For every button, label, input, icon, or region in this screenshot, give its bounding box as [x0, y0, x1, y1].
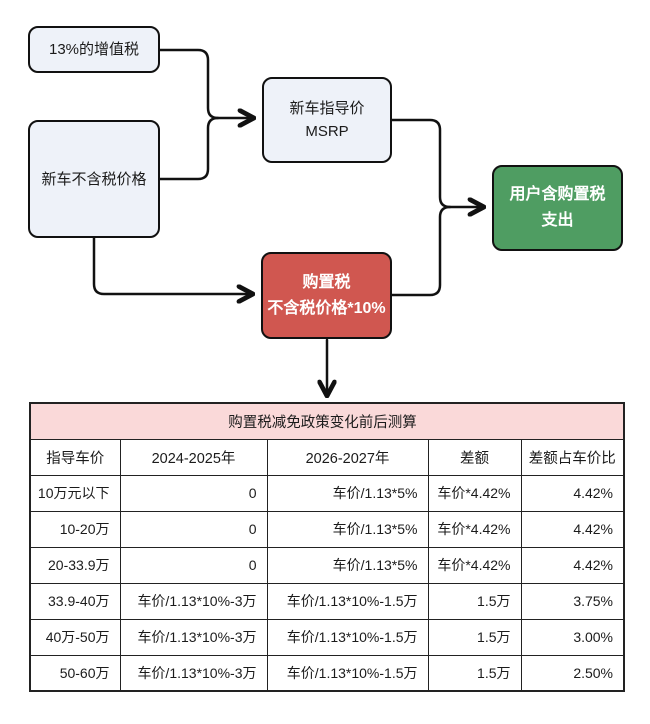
node-vat: 13%的增值税: [28, 26, 160, 73]
node-vat-label: 13%的增值税: [48, 41, 140, 58]
table-cell: 33.9-40万: [29, 582, 121, 620]
table-cell: 3.75%: [520, 582, 625, 620]
table-cell: 0: [119, 474, 268, 512]
table-title: 购置税减免政策变化前后测算: [29, 402, 625, 440]
table-cell: 2.50%: [520, 654, 625, 692]
arrow-vat-to-msrp: [158, 48, 254, 118]
column-header: 指导车价: [29, 438, 121, 476]
table-cell: 4.42%: [520, 474, 625, 512]
node-pretax-price-label: 新车不含税价格: [41, 170, 147, 188]
table-cell: 10万元以下: [29, 474, 121, 512]
node-purchase-tax-line2: 不含税价格*10%: [267, 299, 386, 317]
node-msrp-line1: 新车指导价: [289, 100, 365, 117]
table-cell: 10-20万: [29, 510, 121, 548]
node-user-spend: 用户含购置税 支出: [492, 165, 623, 251]
table-cell: 20-33.9万: [29, 546, 121, 584]
table-cell: 车价/1.13*5%: [266, 546, 429, 584]
column-header: 2026-2027年: [266, 438, 429, 476]
table-cell: 1.5万: [427, 618, 522, 656]
column-header: 差额: [427, 438, 522, 476]
table-cell: 车价/1.13*5%: [266, 474, 429, 512]
connector-tax-to-user: [389, 205, 452, 297]
table-cell: 车价/1.13*5%: [266, 510, 429, 548]
column-header: 差额占车价比: [520, 438, 625, 476]
table-cell: 车价/1.13*10%-1.5万: [266, 582, 429, 620]
table-cell: 50-60万: [29, 654, 121, 692]
node-msrp: 新车指导价 MSRP: [262, 77, 392, 163]
node-purchase-tax: 购置税 不含税价格*10%: [261, 252, 392, 339]
connector-price-to-msrp: [158, 116, 220, 181]
table-cell: 车价*4.42%: [427, 474, 522, 512]
table-cell: 车价/1.13*10%-3万: [119, 582, 268, 620]
table-cell: 1.5万: [427, 582, 522, 620]
table-cell: 4.42%: [520, 546, 625, 584]
table-cell: 1.5万: [427, 654, 522, 692]
table-title-row: 购置税减免政策变化前后测算: [29, 402, 625, 440]
node-msrp-line2: MSRP: [305, 123, 349, 140]
table-cell: 车价*4.42%: [427, 510, 522, 548]
table-cell: 车价/1.13*10%-3万: [119, 654, 268, 692]
node-user-spend-line1: 用户含购置税: [509, 186, 606, 203]
table-cell: 车价/1.13*10%-1.5万: [266, 654, 429, 692]
table-cell: 车价/1.13*10%-3万: [119, 618, 268, 656]
table-cell: 车价*4.42%: [427, 546, 522, 584]
table-cell: 4.42%: [520, 510, 625, 548]
node-pretax-price: 新车不含税价格: [28, 120, 160, 238]
arrow-price-to-tax: [92, 236, 253, 294]
column-header: 2024-2025年: [119, 438, 268, 476]
table-cell: 车价/1.13*10%-1.5万: [266, 618, 429, 656]
node-user-spend-line2: 支出: [541, 212, 574, 229]
node-purchase-tax-line1: 购置税: [302, 273, 351, 291]
arrow-msrp-to-user: [390, 118, 484, 207]
table-cell: 40万-50万: [29, 618, 121, 656]
table-cell: 0: [119, 510, 268, 548]
table-cell: 0: [119, 546, 268, 584]
table-cell: 3.00%: [520, 618, 625, 656]
